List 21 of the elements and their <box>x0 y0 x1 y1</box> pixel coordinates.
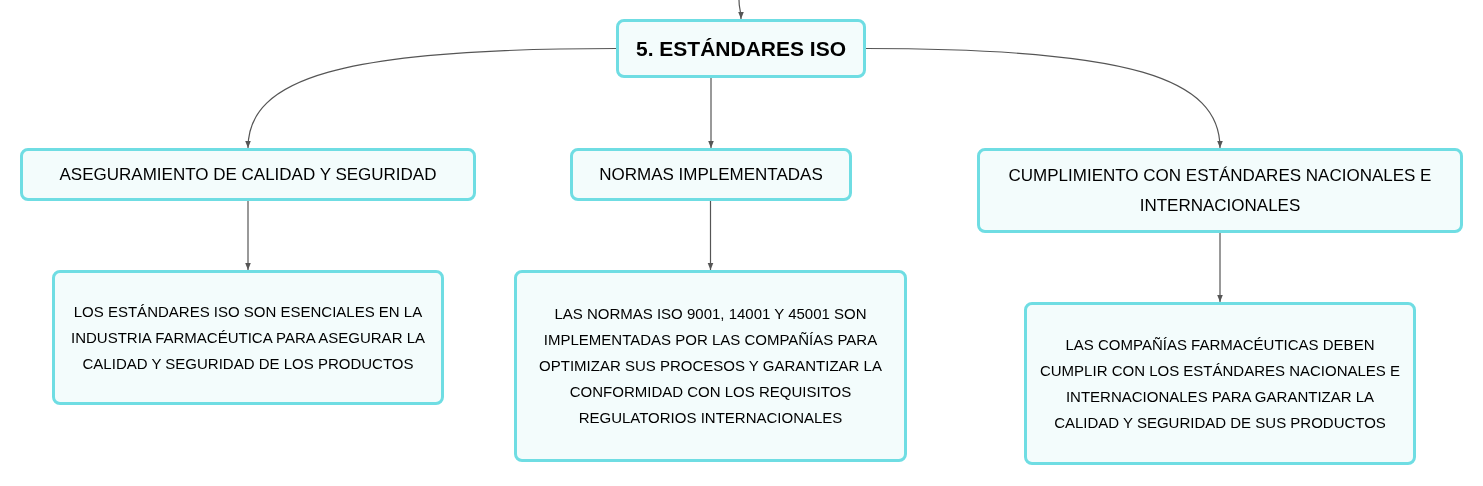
subtopic-box <box>20 148 476 201</box>
description-box <box>514 270 907 462</box>
node-text: ASEGURAMIENTO DE CALIDAD Y SEGURIDAD <box>59 163 437 186</box>
subtopic-box <box>977 148 1463 233</box>
node-text: LAS NORMAS ISO 9001, 14001 Y 45001 SON IMPLEMENTADAS POR LAS COMPAÑÍAS PARA OPTIMIZAR SUS PROCESOS Y GARANTIZAR LA CONFORMIDAD CON LOS REQUISITOS REGULATORIOS INTERNACIONALES <box>538 304 883 428</box>
node-text: CUMPLIMIENTO CON ESTÁNDARES NACIONALES E INTERNACIONALES <box>1007 164 1433 217</box>
arrow <box>738 0 744 20</box>
topic-box <box>616 19 866 78</box>
arrow <box>707 200 714 271</box>
node-text: LOS ESTÁNDARES ISO SON ESENCIALES EN LA INDUSTRIA FARMACÉUTICA PARA ASEGURAR LA CALIDAD Y SEGURIDAD DE LOS PRODUCTOS <box>70 301 426 374</box>
topic-title: 5. ESTÁNDARES ISO <box>635 35 846 62</box>
node-text: NORMAS IMPLEMENTADAS <box>599 163 823 186</box>
node-text: LAS COMPAÑÍAS FARMACÉUTICAS DEBEN CUMPLIR CON LOS ESTÁNDARES NACIONALES E INTERNACIONALES PARA GARANTIZAR LA CALIDAD Y SEGURIDAD DE SUS PRODUCTOS <box>1038 334 1402 433</box>
arrow <box>246 47 617 149</box>
description-box <box>1024 302 1416 465</box>
subtopic-box <box>570 148 852 201</box>
arrow <box>708 77 714 149</box>
description-box <box>52 270 444 405</box>
arrow <box>1217 232 1223 303</box>
arrow <box>865 47 1222 149</box>
arrow <box>245 200 251 271</box>
